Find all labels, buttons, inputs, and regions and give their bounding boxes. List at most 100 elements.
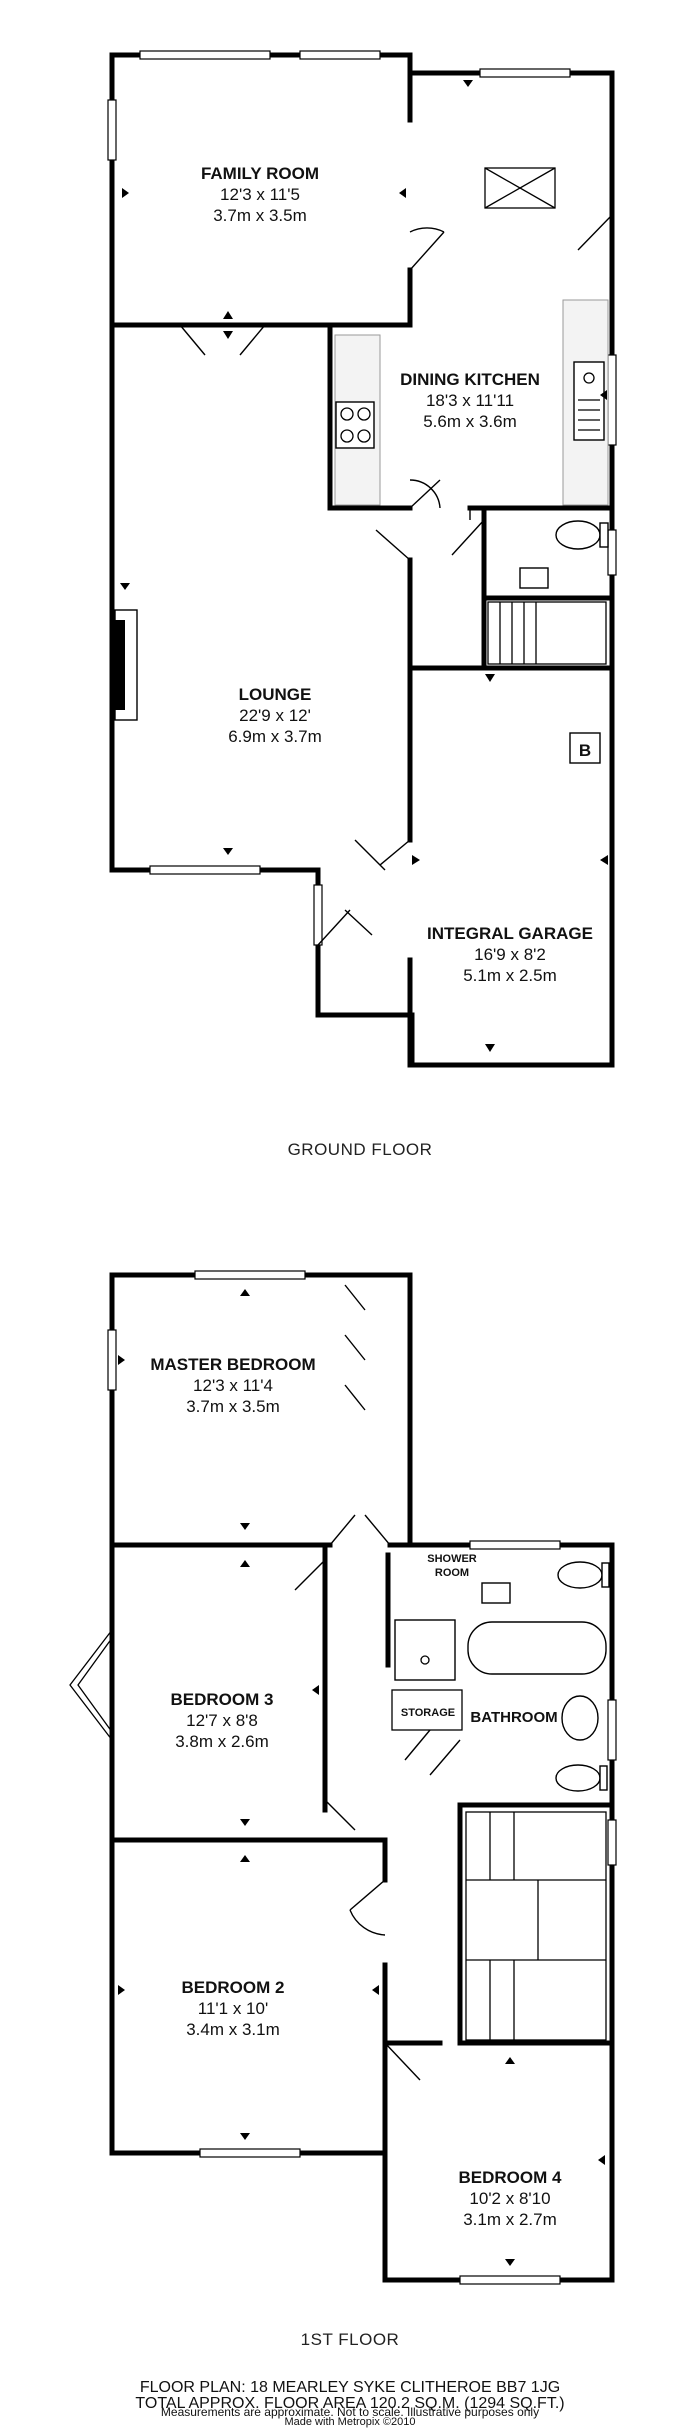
window — [607, 1819, 617, 1866]
door — [324, 1799, 356, 1831]
door — [354, 839, 411, 871]
room-dimensions-metric: 6.9m x 3.7m — [228, 727, 322, 746]
dimension-arrow — [463, 80, 473, 87]
bathroom-label: BATHROOM — [470, 1709, 557, 1726]
window — [607, 1699, 617, 1761]
footer-disclaimer: Measurements are approximate. Not to sca… — [161, 2405, 539, 2419]
room-dimensions-imperial: 10'2 x 8'10 — [469, 2189, 550, 2208]
room-dimensions-imperial: 12'3 x 11'5 — [220, 185, 300, 204]
door — [429, 1739, 461, 1776]
hob-icon — [335, 401, 375, 449]
shower-room-label-line2: ROOM — [435, 1567, 469, 1579]
footer-floor-area: TOTAL APPROX. FLOOR AREA 120.2 SQ.M. (12… — [135, 2395, 564, 2412]
dimension-arrow — [118, 1355, 125, 1365]
dimension-arrow — [485, 1044, 495, 1052]
wardrobe-doors — [344, 1284, 366, 1411]
first-floor-title: 1ST FLOOR — [301, 2330, 400, 2349]
door — [404, 1729, 431, 1761]
toilet-icon — [555, 520, 609, 550]
window — [313, 884, 323, 946]
room-dimensions-imperial: 11'1 x 10' — [198, 1999, 268, 2018]
room-dimensions-metric: 3.8m x 2.6m — [175, 1732, 269, 1751]
dimension-arrow — [372, 1985, 379, 1995]
window — [479, 68, 571, 78]
room-bedroom-2: BEDROOM 2 11'1 x 10' 3.4m x 3.1m — [182, 1978, 285, 2039]
room-dimensions-imperial: 12'7 x 8'8 — [186, 1711, 258, 1730]
dimension-arrow — [223, 311, 233, 319]
door — [375, 529, 411, 561]
shower-tray-icon — [394, 1619, 456, 1681]
room-dining-kitchen: DINING KITCHEN 18'3 x 11'11 5.6m x 3.6m — [400, 370, 540, 431]
storage-cupboard — [391, 1689, 463, 1731]
window — [607, 529, 617, 576]
lounge-east-wall — [407, 557, 615, 671]
fireplace-icon — [114, 609, 138, 721]
dimension-arrow — [505, 2057, 515, 2064]
door — [409, 479, 441, 509]
dimension-arrow — [485, 674, 495, 682]
window — [299, 50, 381, 60]
window — [194, 1270, 306, 1280]
dimension-arrow — [122, 188, 129, 198]
room-dimensions-metric: 3.7m x 3.5m — [186, 1397, 280, 1416]
door — [349, 1879, 386, 1936]
room-lounge: LOUNGE 22'9 x 12' 6.9m x 3.7m — [228, 685, 322, 746]
toilet-icon — [555, 1764, 608, 1792]
window — [149, 865, 261, 875]
door — [317, 909, 373, 946]
door — [577, 214, 613, 251]
room-name: BEDROOM 3 — [171, 1690, 274, 1709]
basin-icon — [519, 567, 549, 589]
window — [607, 354, 617, 446]
window — [107, 99, 117, 161]
family-room-divider-wall — [109, 70, 413, 328]
sink-icon — [573, 361, 605, 441]
boiler-label: B — [579, 741, 591, 760]
bay-window — [77, 1637, 113, 1733]
ground-floor-plan: B — [107, 50, 617, 1159]
room-dimensions-metric: 3.4m x 3.1m — [186, 2020, 280, 2039]
footer-address: FLOOR PLAN: 18 MEARLEY SYKE CLITHEROE BB… — [140, 2379, 560, 2396]
skylight-icon — [484, 167, 556, 209]
dimension-arrow — [223, 331, 233, 339]
room-name: LOUNGE — [239, 685, 312, 704]
dimension-arrow — [240, 1855, 250, 1862]
staircase-icon — [465, 1811, 607, 2041]
dimension-arrow — [240, 1819, 250, 1826]
dimension-arrow — [600, 855, 608, 865]
room-bedroom-3: BEDROOM 3 12'7 x 8'8 3.8m x 2.6m — [171, 1690, 274, 1751]
footer: FLOOR PLAN: 18 MEARLEY SYKE CLITHEROE BB… — [135, 2379, 564, 2419]
door — [294, 1559, 326, 1591]
room-integral-garage: INTEGRAL GARAGE 16'9 x 8'2 5.1m x 2.5m — [427, 924, 593, 985]
room-dimensions-imperial: 18'3 x 11'11 — [426, 391, 514, 410]
door — [384, 2042, 421, 2081]
window — [107, 1329, 117, 1391]
dimension-arrow — [240, 2133, 250, 2140]
footer-credit: Made with Metropix ©2010 — [284, 2416, 416, 2428]
room-name: MASTER BEDROOM — [150, 1355, 315, 1374]
room-master-bedroom: MASTER BEDROOM 12'3 x 11'4 3.7m x 3.5m — [150, 1355, 315, 1416]
room-dimensions-imperial: 16'9 x 8'2 — [474, 945, 546, 964]
window — [469, 1540, 561, 1550]
door — [179, 324, 266, 356]
dimension-arrow — [240, 1289, 250, 1296]
dimension-arrow — [412, 855, 420, 865]
dimension-arrow — [312, 1685, 319, 1695]
dimension-arrow — [598, 2155, 605, 2165]
ground-floor-outer-walls — [109, 52, 615, 1068]
room-dimensions-metric: 5.1m x 2.5m — [463, 966, 557, 985]
room-dimensions-metric: 5.6m x 3.6m — [423, 412, 517, 431]
toilet-icon — [557, 1561, 610, 1589]
basin-icon — [481, 1582, 511, 1604]
room-dimensions-imperial: 12'3 x 11'4 — [193, 1376, 273, 1395]
room-bedroom-4: BEDROOM 4 10'2 x 8'10 3.1m x 2.7m — [459, 2168, 563, 2229]
room-dimensions-metric: 3.7m x 3.5m — [213, 206, 307, 225]
bay-window — [69, 1629, 113, 1741]
dimension-arrow — [399, 188, 406, 198]
dimension-arrow — [240, 1560, 250, 1567]
dimension-arrow — [505, 2259, 515, 2266]
room-name: BEDROOM 4 — [459, 2168, 563, 2187]
staircase-icon — [487, 601, 607, 665]
room-dimensions-metric: 3.1m x 2.7m — [463, 2210, 557, 2229]
